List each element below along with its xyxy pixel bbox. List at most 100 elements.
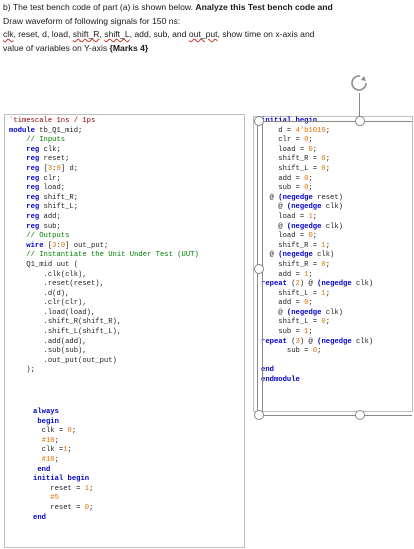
- code-token: ;: [89, 503, 94, 512]
- rotate-connector: [359, 93, 360, 117]
- code-line: reset = 1;: [33, 485, 93, 495]
- resize-handle-bottom-middle[interactable]: [355, 410, 365, 420]
- code-token: .clr(clr),: [9, 299, 87, 308]
- code-token: ;: [308, 299, 313, 308]
- code-token: ;: [54, 436, 59, 445]
- resize-handle-bottom-left[interactable]: [254, 410, 264, 420]
- question-text-segment: ,: [99, 29, 105, 39]
- resize-handle-top-left[interactable]: [254, 116, 264, 126]
- code-line: always: [33, 408, 93, 418]
- code-line: .sub(sub),: [9, 347, 199, 357]
- code-token: (negedge: [317, 337, 352, 346]
- code-line: shift_L = 0;: [261, 318, 373, 328]
- code-line: load = 0;: [261, 232, 373, 242]
- code-token: add =: [261, 174, 305, 183]
- code-line: .clk(clk),: [9, 271, 199, 281]
- code-line: );: [9, 366, 199, 376]
- code-token: (negedge: [286, 203, 322, 212]
- code-token: reg: [9, 193, 40, 202]
- code-line: .load(load),: [9, 309, 199, 319]
- code-token: reg: [9, 212, 40, 221]
- code-token: end: [33, 513, 46, 522]
- selection-frame-bottom: [262, 415, 412, 416]
- code-line: #5: [33, 494, 93, 504]
- code-token: 0: [304, 174, 309, 183]
- code-line: endmodule: [261, 376, 373, 386]
- code-token: add =: [261, 270, 305, 279]
- code-token: endmodule: [261, 376, 300, 385]
- code-token: 1: [304, 270, 309, 279]
- marks-label: {Marks 4}: [109, 42, 149, 53]
- code-token: reset =: [33, 503, 85, 512]
- code-token: ;: [308, 174, 313, 183]
- code-token: // Inputs: [9, 136, 66, 145]
- code-token: .sub(sub),: [9, 347, 87, 356]
- code-token: @: [261, 251, 279, 260]
- code-line: wire [3:0] out_put;: [9, 242, 199, 252]
- code-token: sub =: [261, 184, 305, 193]
- code-token: ) @: [299, 337, 318, 346]
- code-token: (negedge: [278, 251, 313, 260]
- code-token: [33, 437, 42, 445]
- code-line: @ (negedge clk): [261, 309, 373, 319]
- code-token: ;: [325, 126, 331, 135]
- resize-handle-middle-left[interactable]: [254, 264, 264, 274]
- question-line-2: Draw waveform of following signals for 1…: [3, 15, 181, 26]
- code-token: 3: [52, 241, 57, 250]
- code-token: .reset(reset),: [9, 280, 104, 289]
- code-line: add = 0;: [261, 175, 373, 185]
- code-line: #10;: [33, 437, 93, 447]
- code-screenshot-right[interactable]: initial begin d = 4'b1010; clr = 0; load…: [253, 116, 413, 412]
- code-line: shift_R = 0;: [261, 155, 373, 165]
- code-token: 0: [312, 347, 318, 356]
- code-token: add;: [39, 212, 61, 221]
- resize-handle-top-middle[interactable]: [355, 116, 365, 126]
- code-token: 0: [321, 318, 326, 327]
- question-text-segment: , reset, d, load,: [13, 29, 73, 39]
- code-token: @: [261, 222, 287, 231]
- code-line: sub = 0;: [261, 184, 373, 194]
- code-token: 1: [63, 446, 68, 455]
- code-token: clk): [321, 203, 343, 212]
- code-token: 2: [295, 280, 300, 289]
- code-token: 1: [308, 212, 313, 221]
- code-token: clk): [321, 222, 343, 231]
- code-token: always: [33, 408, 59, 416]
- code-token: 3: [295, 337, 300, 346]
- code-line: // Inputs: [9, 136, 199, 146]
- code-line: #10;: [33, 456, 93, 466]
- code-token: ;: [312, 212, 318, 221]
- code-token: 0: [56, 164, 61, 173]
- code-line: .shift_R(shift_R),: [9, 318, 199, 328]
- code-token: reg: [9, 174, 40, 183]
- code-token: shift_R;: [39, 193, 79, 202]
- code-token: end: [261, 366, 274, 375]
- question-text-segment: , add, sub, and: [129, 29, 189, 39]
- rotate-handle-icon[interactable]: [349, 73, 369, 93]
- code-token: ] out_put;: [65, 241, 109, 250]
- code-token: @: [261, 203, 287, 212]
- code-token: .load(load),: [9, 308, 96, 317]
- code-line: end: [261, 366, 373, 376]
- code-token: reg: [9, 145, 40, 154]
- code-token: ;: [312, 232, 318, 241]
- code-line: shift_L = 0;: [261, 165, 373, 175]
- code-line: clr = 0;: [261, 136, 373, 146]
- code-token: load =: [261, 232, 309, 241]
- code-token: shift_R =: [261, 241, 322, 250]
- code-token: reset =: [33, 484, 85, 493]
- code-token: begin: [33, 417, 59, 426]
- code-token: 4'b1010: [295, 126, 326, 135]
- code-token: Q1_mid uut (: [9, 260, 79, 269]
- code-line: load = 1;: [261, 213, 373, 223]
- code-token: `timescale 1ns / 1ps: [9, 117, 96, 125]
- verilog-code-clock-reset: always begin clk = 0; #10; clk =1; #10; …: [33, 408, 93, 523]
- code-line: @ (negedge clk): [261, 251, 373, 261]
- code-line: shift_R = 1;: [261, 242, 373, 252]
- code-token: 3: [47, 164, 53, 173]
- code-token: shift_L =: [261, 164, 322, 173]
- code-line: load = 0;: [261, 146, 373, 156]
- code-token: ;: [325, 289, 331, 298]
